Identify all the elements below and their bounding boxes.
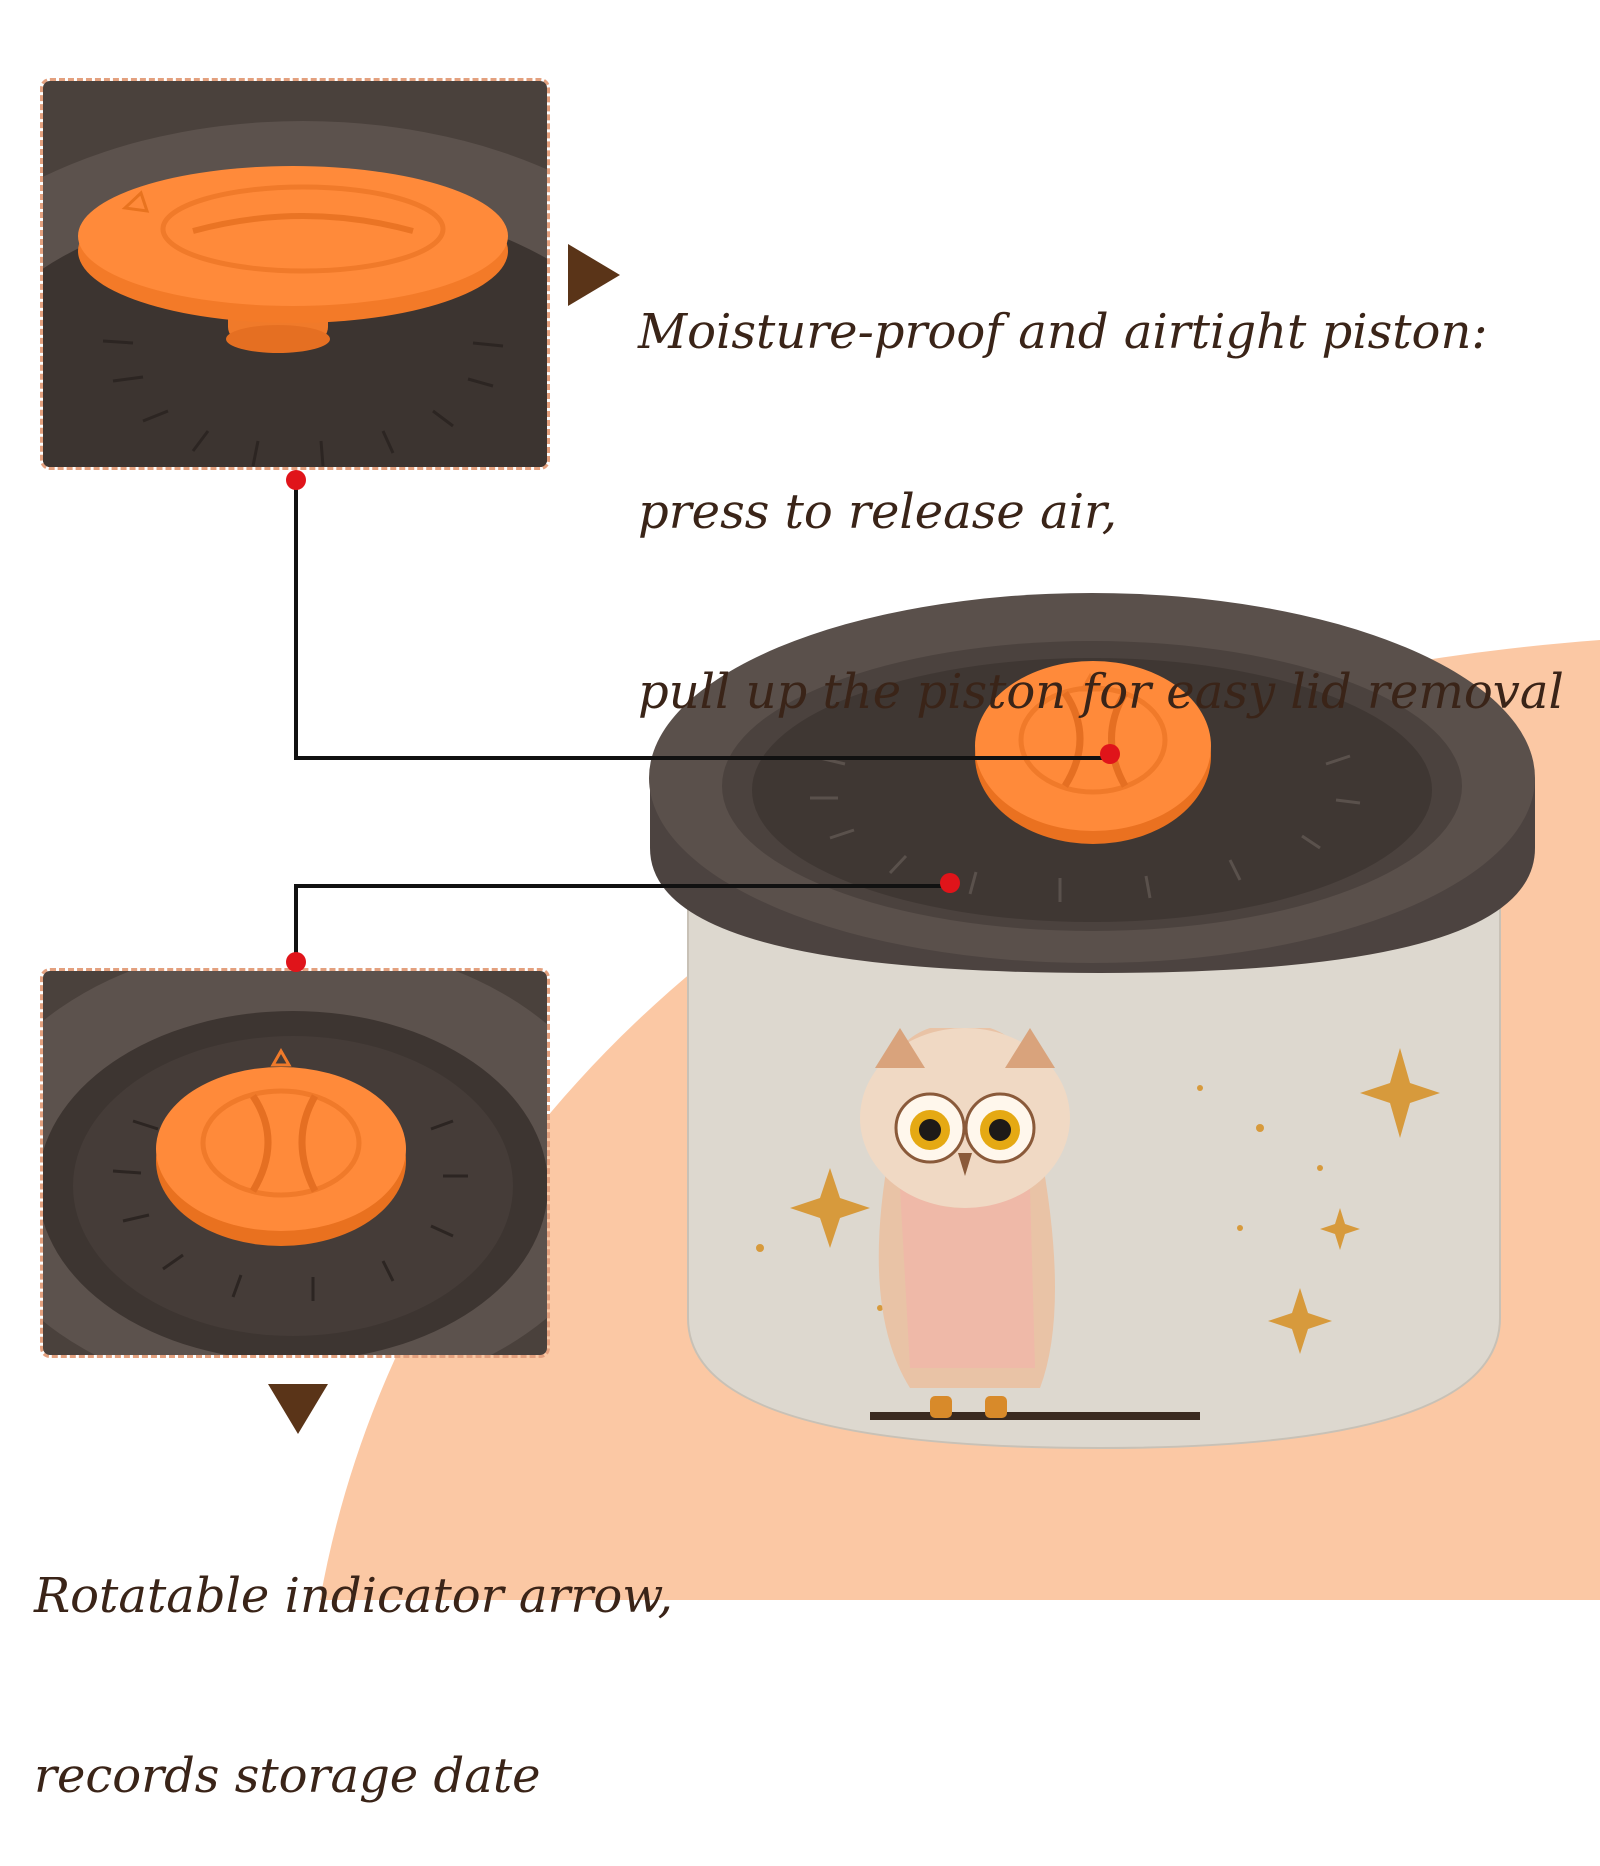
triangle-down-icon <box>268 1384 328 1434</box>
triangle-right-icon <box>568 244 620 306</box>
indicator-closeup-image <box>43 971 547 1355</box>
indicator-caption-line-1: Rotatable indicator arrow, <box>34 1568 673 1624</box>
indicator-closeup-inset <box>40 968 550 1358</box>
piston-caption-line-1: Moisture-proof and airtight piston: <box>638 304 1488 360</box>
piston-caption: Moisture-proof and airtight piston: pres… <box>638 182 1564 782</box>
indicator-caption: Rotatable indicator arrow, records stora… <box>34 1446 673 1866</box>
piston-closeup-inset <box>40 78 550 470</box>
piston-caption-line-3: pull up the piston for easy lid removal <box>638 664 1564 720</box>
piston-closeup-image <box>43 81 547 467</box>
indicator-caption-line-2: records storage date <box>34 1748 541 1804</box>
piston-caption-line-2: press to release air, <box>638 484 1117 540</box>
owl-illustration <box>860 1028 1200 1420</box>
owl-canister-image <box>649 593 1535 1450</box>
